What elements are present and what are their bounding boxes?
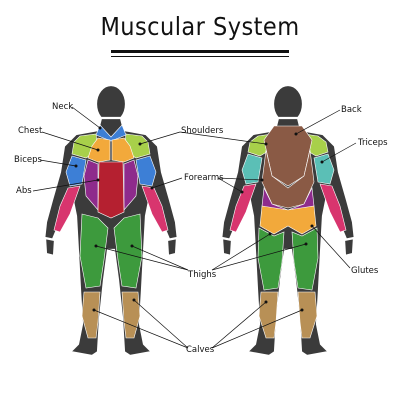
front-figure xyxy=(42,83,180,358)
label-biceps: Biceps xyxy=(14,155,42,165)
back-thigh-right xyxy=(291,227,319,291)
back-trapezius xyxy=(263,125,313,187)
front-thigh-left xyxy=(79,213,109,289)
label-glutes: Glutes xyxy=(351,266,379,276)
front-left-hand xyxy=(43,236,57,258)
front-forearm-left xyxy=(53,185,81,233)
front-biceps-right xyxy=(135,155,157,187)
back-calf-right xyxy=(297,291,318,339)
back-thigh-left xyxy=(257,227,285,291)
back-left-hand xyxy=(220,236,234,258)
label-calves: Calves xyxy=(186,345,215,355)
back-glutes xyxy=(259,205,317,235)
label-shoulders: Shoulders xyxy=(181,126,224,136)
front-calf-left xyxy=(81,291,101,339)
front-oblique-right xyxy=(123,159,139,211)
page-title: Muscular System xyxy=(100,12,300,41)
labels: Neck Chest Biceps Abs Shoulders Forearms… xyxy=(14,102,388,355)
back-figure xyxy=(219,83,357,358)
front-thigh-right xyxy=(113,213,143,289)
back-triceps-right xyxy=(313,153,335,185)
front-body-silhouette xyxy=(42,116,180,358)
back-forearm-right xyxy=(319,183,347,233)
front-right-hand xyxy=(165,236,179,258)
label-forearms: Forearms xyxy=(184,173,224,183)
title-underline-thick xyxy=(111,50,289,53)
leader-lines xyxy=(32,106,357,349)
label-thighs: Thighs xyxy=(187,270,217,280)
front-chest-right xyxy=(111,137,135,163)
label-back: Back xyxy=(341,105,362,115)
label-triceps: Triceps xyxy=(357,138,388,148)
label-abs: Abs xyxy=(16,186,32,196)
title-underline-thin xyxy=(111,56,289,57)
label-neck: Neck xyxy=(52,102,73,112)
label-chest: Chest xyxy=(18,126,43,136)
front-forearm-right xyxy=(141,185,169,233)
back-forearm-left xyxy=(229,183,257,233)
front-biceps-left xyxy=(65,155,87,187)
front-abs xyxy=(97,161,125,219)
back-triceps-left xyxy=(241,153,263,185)
back-right-hand xyxy=(342,236,356,258)
front-oblique-left xyxy=(83,159,99,211)
